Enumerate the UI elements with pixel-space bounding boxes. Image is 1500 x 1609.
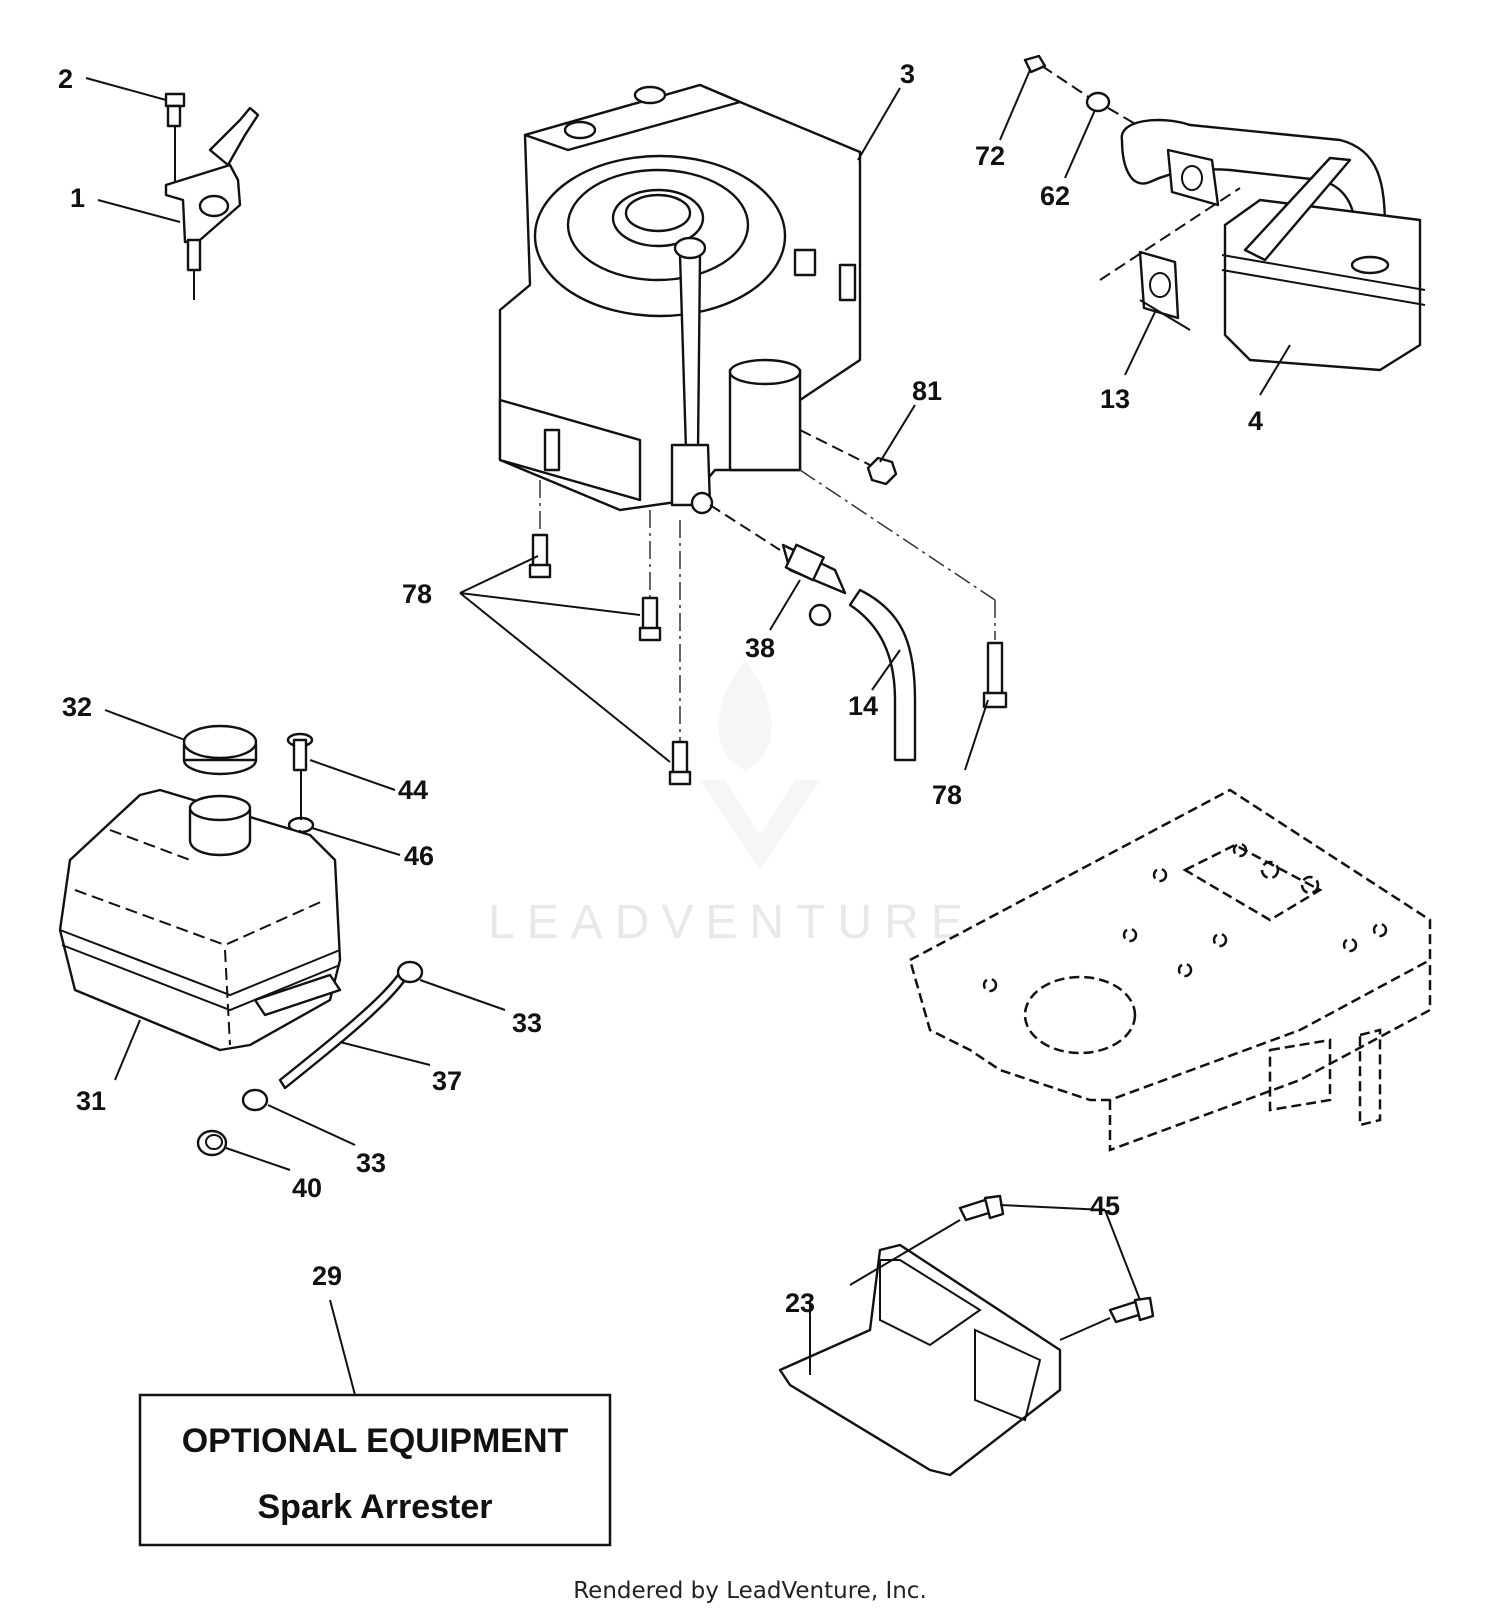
callout-72: 72 — [975, 141, 1005, 171]
callout-78-right: 78 — [932, 780, 962, 810]
watermark-text: LEADVENTURE — [488, 896, 975, 949]
callout-4: 4 — [1248, 406, 1263, 436]
callout-45: 45 — [1090, 1191, 1120, 1221]
throttle-control-part — [164, 92, 260, 300]
fuel-tank-part — [58, 788, 342, 1052]
callout-46: 46 — [404, 841, 434, 871]
callout-3: 3 — [900, 59, 915, 89]
engine-part — [498, 83, 862, 515]
drain-valve-part — [709, 504, 917, 762]
fuel-line-part — [196, 960, 424, 1157]
fuel-cap-part — [182, 724, 258, 776]
callout-62: 62 — [1040, 181, 1070, 211]
leader-lines — [85, 69, 1291, 1396]
callout-31: 31 — [76, 1086, 106, 1116]
callout-2: 2 — [58, 64, 73, 94]
callout-32: 32 — [62, 692, 92, 722]
callout-33-upper: 33 — [512, 1008, 542, 1038]
callout-29: 29 — [312, 1261, 342, 1291]
callout-labels: 2 1 3 4 13 14 23 29 31 32 33 33 37 38 40… — [58, 59, 1263, 1318]
optional-equipment-title: OPTIONAL EQUIPMENT — [182, 1422, 569, 1460]
muffler-assembly-part — [1023, 54, 1426, 372]
callout-13: 13 — [1100, 384, 1130, 414]
callout-14: 14 — [848, 691, 878, 721]
callout-81: 81 — [912, 376, 942, 406]
spark-arrester-label: Spark Arrester — [258, 1488, 493, 1526]
callout-78-group: 78 — [402, 579, 432, 609]
watermark-logo — [700, 660, 820, 870]
callout-33-lower: 33 — [356, 1148, 386, 1178]
callout-44: 44 — [398, 775, 428, 805]
callout-40: 40 — [292, 1173, 322, 1203]
nut-81-part — [799, 429, 996, 640]
callout-23: 23 — [785, 1288, 815, 1318]
optional-equipment-box: OPTIONAL EQUIPMENT Spark Arrester — [138, 1393, 612, 1547]
callout-37: 37 — [432, 1066, 462, 1096]
mounting-bolts-78 — [528, 480, 1008, 786]
callout-1: 1 — [70, 183, 85, 213]
footer-credit: Rendered by LeadVenture, Inc. — [573, 1578, 927, 1604]
heat-shield-part — [778, 1194, 1155, 1477]
frame-outline — [908, 788, 1432, 1152]
callout-38: 38 — [745, 633, 775, 663]
